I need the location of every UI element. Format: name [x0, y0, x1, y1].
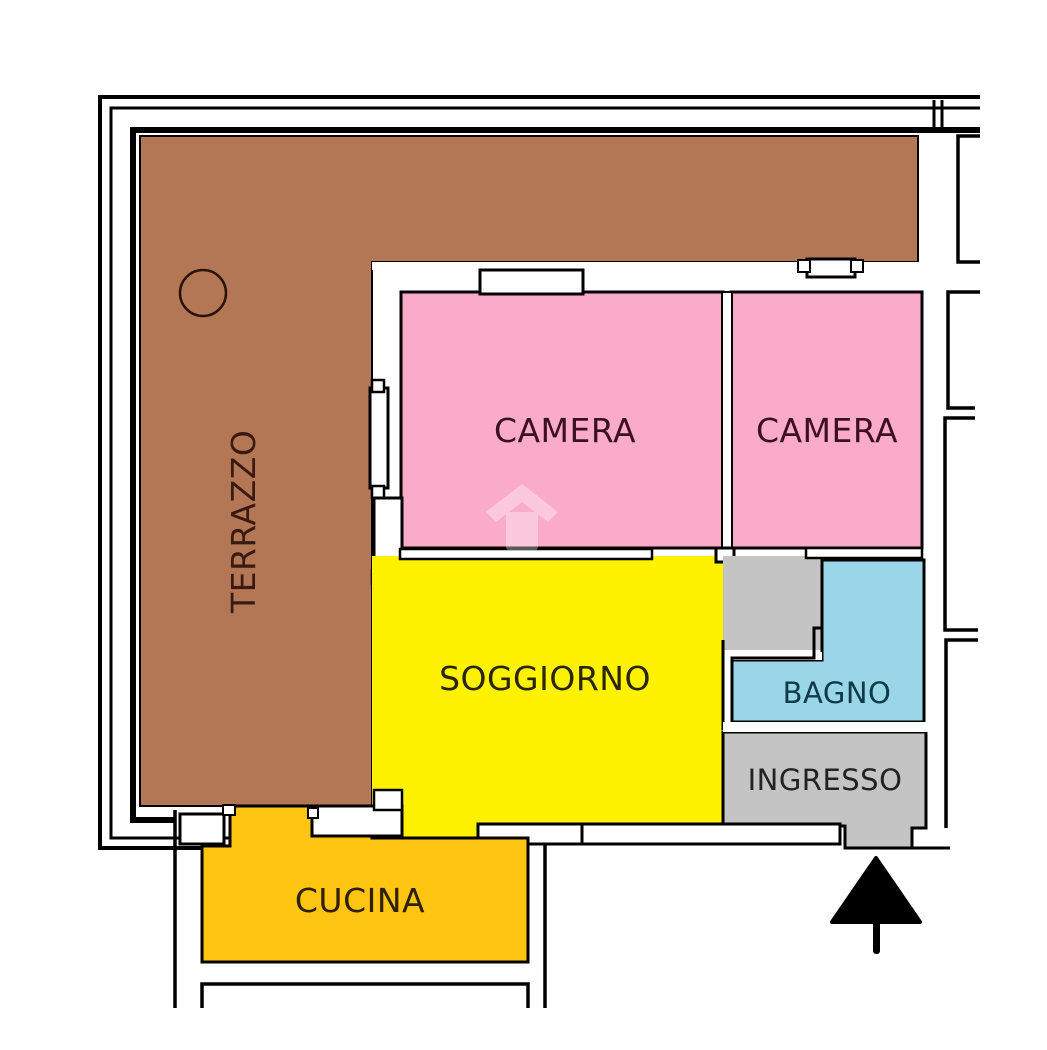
label-camera-1: CAMERA — [494, 411, 636, 450]
room-soggiorno — [372, 556, 723, 838]
label-soggiorno: SOGGIORNO — [439, 659, 651, 698]
house-logo-watermark — [486, 484, 558, 550]
label-bagno: BAGNO — [783, 676, 892, 710]
exterior-wall-right — [943, 134, 980, 828]
label-ingresso: INGRESSO — [748, 763, 903, 797]
window — [368, 386, 390, 490]
window — [805, 257, 857, 279]
window — [478, 268, 585, 296]
arrow-up-icon — [830, 856, 922, 954]
label-cucina: CUCINA — [295, 881, 425, 920]
drain-icon — [178, 268, 228, 318]
room-disimpegno — [723, 556, 822, 650]
exterior-walls-bottom — [173, 810, 547, 1008]
label-camera-2: CAMERA — [756, 411, 898, 450]
label-terrazzo: TERRAZZO — [224, 430, 263, 614]
